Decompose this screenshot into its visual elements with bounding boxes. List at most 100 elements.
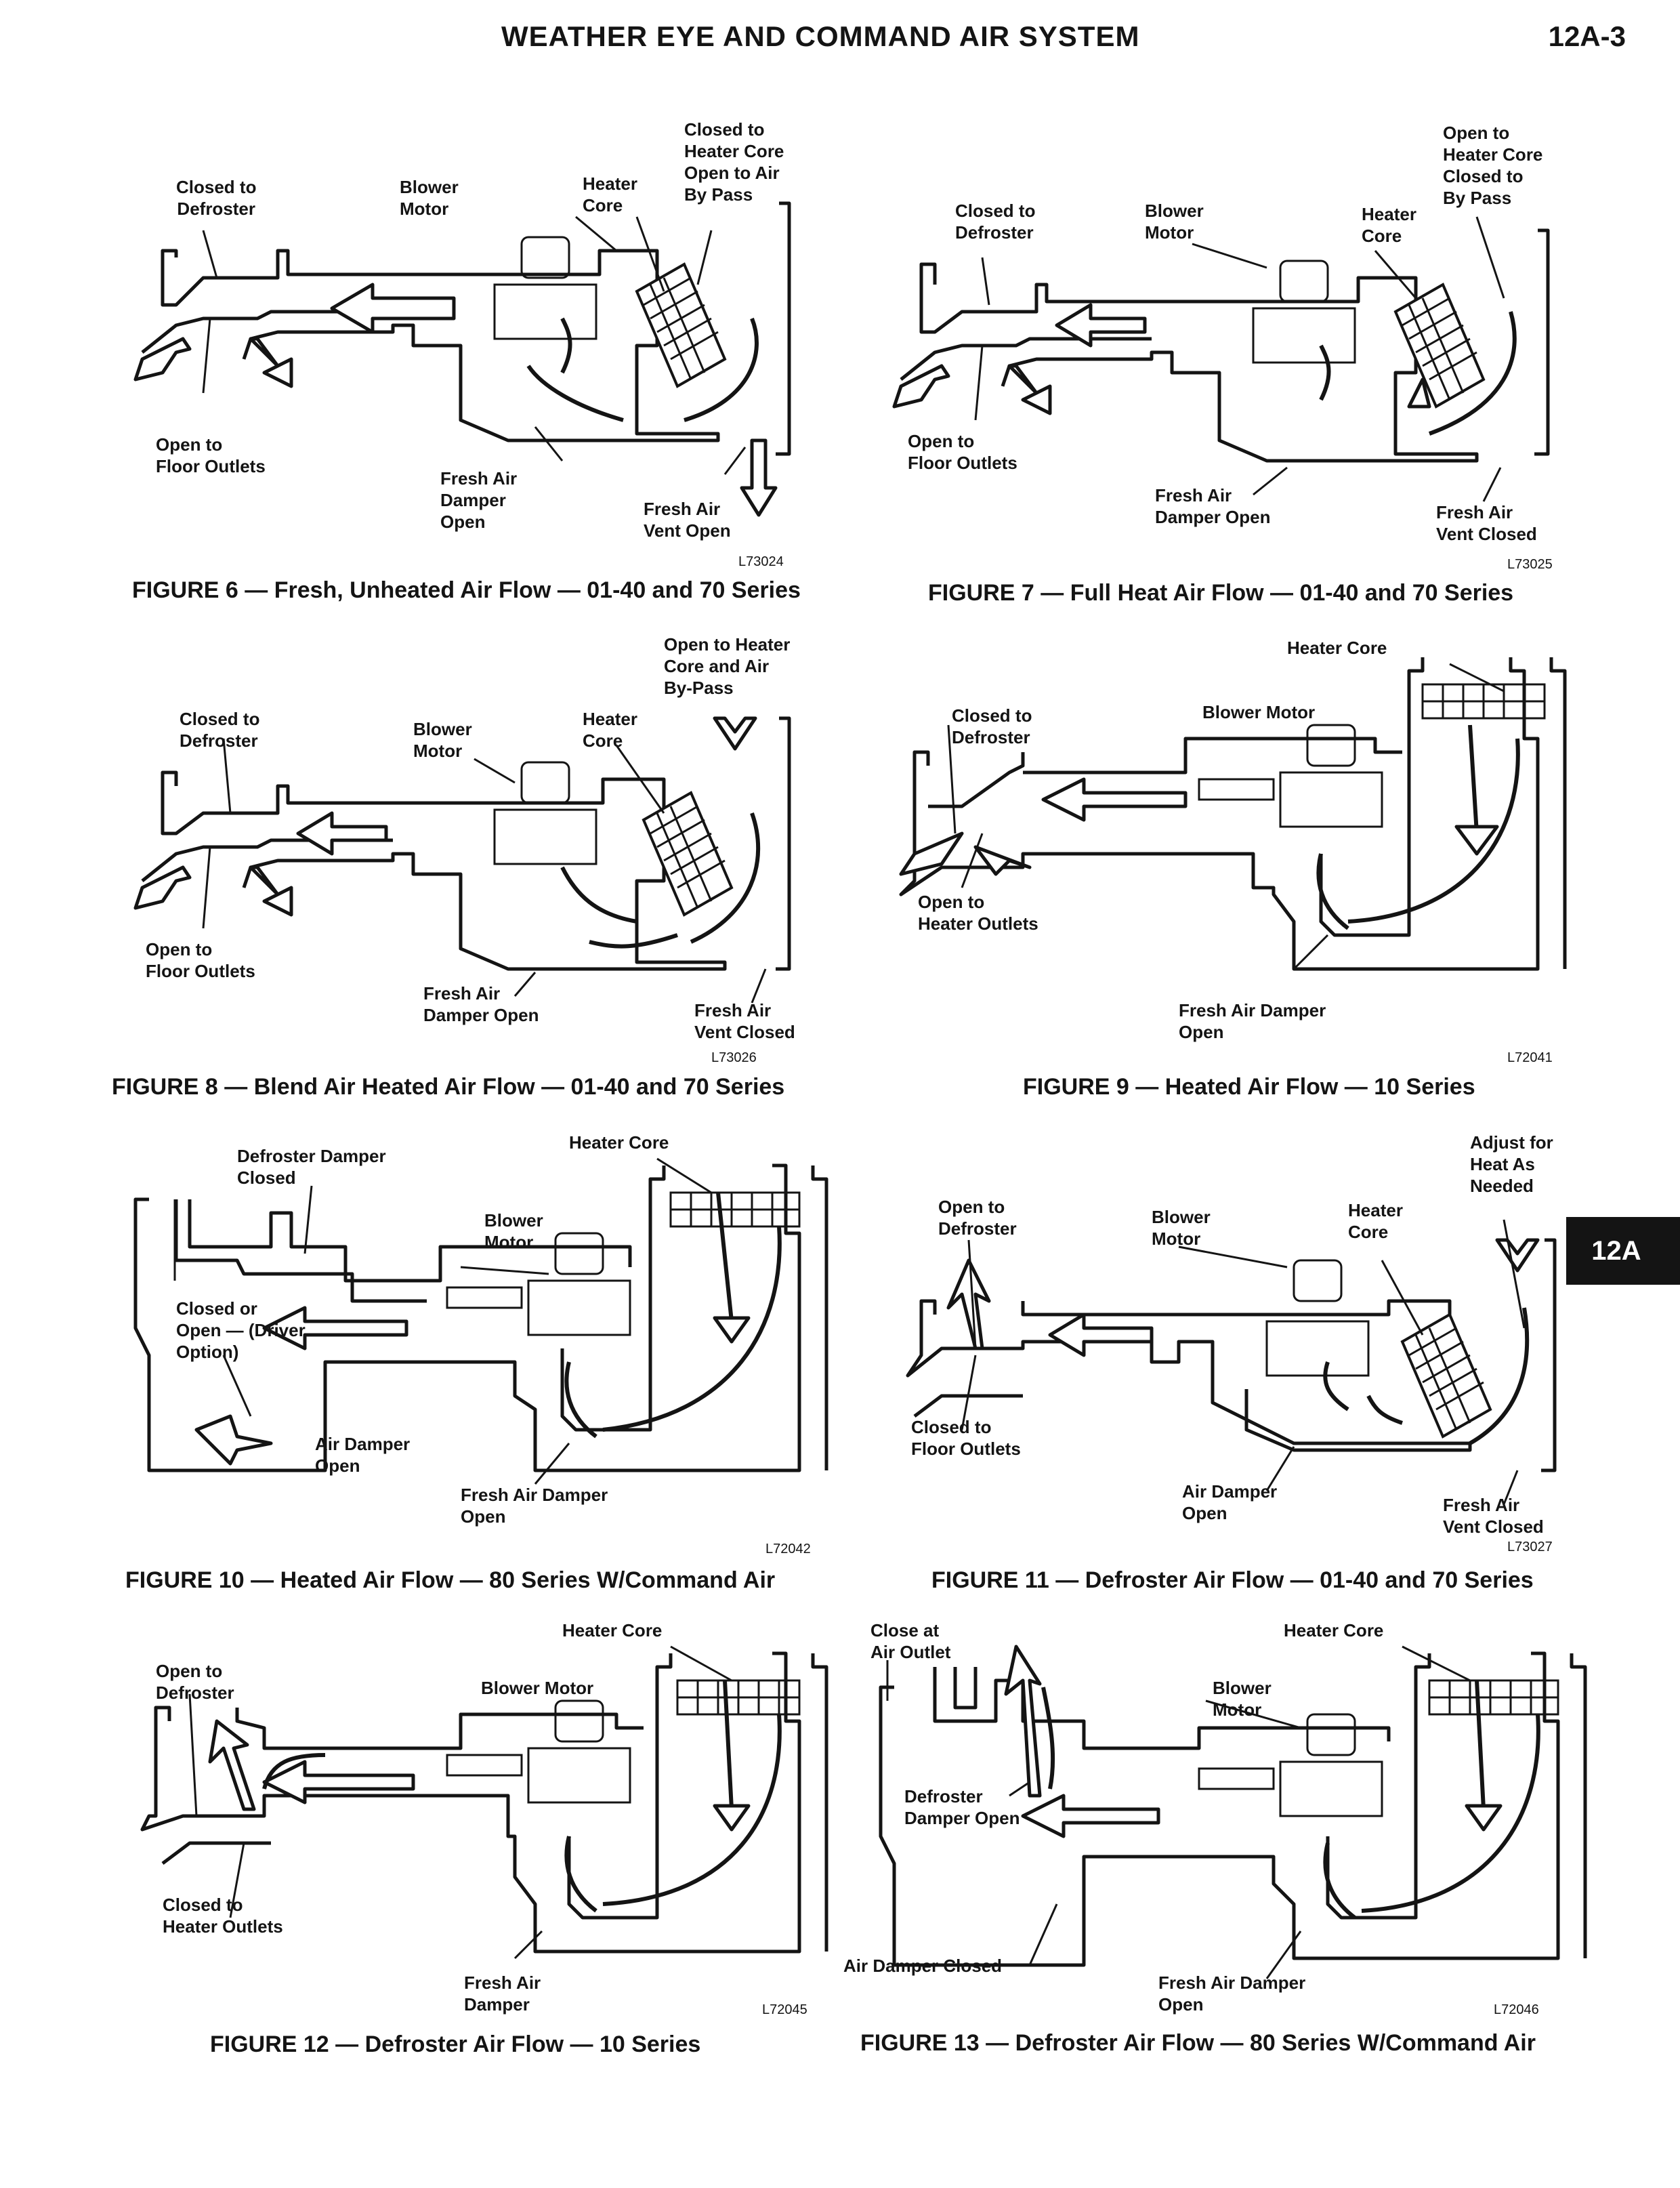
leader-line xyxy=(1503,1470,1519,1505)
intake-arrow xyxy=(713,716,757,751)
core-flow-arrow-1 xyxy=(716,1192,734,1322)
figure-9: Heater Core Closed to Defroster Blower M… xyxy=(860,630,1619,1065)
label-floor-outlets: Open to Floor Outlets xyxy=(908,431,1017,473)
core-arrowhead xyxy=(1454,825,1499,856)
blower-motor xyxy=(520,761,570,804)
label-blower-motor: Blower Motor xyxy=(400,177,459,219)
figure-8: Closed to Defroster Blower Motor Heater … xyxy=(102,630,860,1065)
figure-11: Open to Defroster Blower Motor Heater Co… xyxy=(860,1125,1619,1554)
duct-top xyxy=(235,1708,644,1750)
outlet-arrow-1 xyxy=(899,831,964,876)
heater-housing xyxy=(1319,657,1425,937)
figure-13-caption: FIGURE 13 — Defroster Air Flow — 80 Seri… xyxy=(860,2030,1536,2056)
bypass-flow-arrow xyxy=(684,317,759,422)
leader-line xyxy=(1178,1245,1288,1268)
label-defroster-damper: Defroster Damper Closed xyxy=(237,1146,386,1188)
vent-down-arrow xyxy=(740,438,778,517)
leader-line xyxy=(723,447,747,475)
label-damper: Fresh Air Damper Open xyxy=(1155,485,1271,527)
leader-line xyxy=(1374,250,1417,299)
label-floor-outlets: Open to Floor Outlets xyxy=(146,939,255,981)
leader-line xyxy=(202,846,211,929)
heater-housing xyxy=(560,1165,666,1432)
page-title: WEATHER EYE AND COMMAND AIR SYSTEM xyxy=(501,20,1140,52)
blower-wheel xyxy=(1265,1320,1370,1377)
leader-line xyxy=(188,1693,198,1817)
side-outlet-arrow xyxy=(249,337,293,388)
leader-line xyxy=(1503,1219,1526,1329)
figure-code: L73025 xyxy=(1507,557,1553,572)
heater-core-grid xyxy=(1393,283,1486,409)
leader-line xyxy=(1293,934,1329,970)
leader-line xyxy=(1205,1699,1301,1729)
right-wall xyxy=(811,1165,828,1470)
blower-motor xyxy=(1293,1259,1343,1302)
label-damper: Fresh Air Damper Open xyxy=(1158,1973,1306,2015)
motor-resistor xyxy=(1198,1767,1275,1790)
figure-code: L72042 xyxy=(765,1542,811,1556)
duct-outline xyxy=(161,770,727,971)
duct-lower xyxy=(141,310,393,354)
leader-line xyxy=(670,1645,732,1682)
figure-10-diagram xyxy=(133,1157,828,1485)
side-outlet-arrow xyxy=(1007,364,1052,415)
core-flow-arrow xyxy=(526,365,624,422)
core-flow-arrow xyxy=(1469,1307,1530,1445)
label-blower-motor: Blower Motor xyxy=(1213,1678,1272,1720)
leader-line xyxy=(534,1443,570,1485)
label-closed-defroster: Closed to Defroster xyxy=(952,705,1032,747)
label-heater-core-bypass: Closed to Heater Core Open to Air By Pas… xyxy=(684,119,784,205)
heater-housing xyxy=(1326,1653,1431,1920)
return-flow-arrow xyxy=(589,933,678,949)
figure-12: Heater Core Open to Defroster Blower Mot… xyxy=(102,1613,860,2019)
label-open-defroster: Open to Defroster xyxy=(938,1197,1017,1239)
figure-13: Close at Air Outlet Heater Core Blower M… xyxy=(843,1613,1619,2019)
duct-lower xyxy=(913,1394,1023,1418)
duct-inner xyxy=(174,1199,427,1303)
figure-7: Closed to Defroster Blower Motor Heater … xyxy=(860,115,1619,572)
label-heater-core: Heater Core xyxy=(583,173,637,215)
section-tab-label: 12A xyxy=(1591,1235,1641,1266)
leader-line xyxy=(1482,467,1502,502)
core-flow-arrow-1 xyxy=(1468,724,1479,834)
duct-lower xyxy=(900,337,1152,381)
heater-core-grid xyxy=(635,262,727,388)
label-blower-motor: Blower Motor xyxy=(413,719,472,761)
duct-top xyxy=(933,1667,1391,1750)
leader-line xyxy=(1402,1645,1471,1682)
figure-code: L73026 xyxy=(711,1050,757,1065)
label-heater-core-bypass: Open to Heater Core and Air By-Pass xyxy=(664,634,791,698)
motor-resistor xyxy=(446,1754,523,1777)
leader-line xyxy=(513,1930,543,1960)
blower-wheel xyxy=(493,808,597,865)
main-flow-arrow xyxy=(1048,1313,1154,1357)
figure-6: Closed to Defroster Blower Motor Heater … xyxy=(102,115,860,569)
label-blower-motor: Blower Motor xyxy=(484,1210,543,1252)
duct-outline xyxy=(919,262,1479,463)
motor-resistor xyxy=(1198,778,1275,801)
figure-9-caption: FIGURE 9 — Heated Air Flow — 10 Series xyxy=(1023,1074,1475,1100)
duct-lower xyxy=(161,1841,271,1865)
label-heater-outlets: Closed to Heater Outlets xyxy=(163,1895,283,1937)
figure-10: Defroster Damper Closed Heater Core Blow… xyxy=(102,1125,860,1556)
core-arrowhead xyxy=(713,1316,751,1344)
core-flow-arrow-2 xyxy=(1361,1714,1540,1913)
figure-code: L72041 xyxy=(1507,1050,1553,1065)
right-wall xyxy=(1570,1653,1587,1958)
duct-upper xyxy=(928,752,1025,808)
label-damper: Fresh Air Damper Open xyxy=(440,468,518,532)
floor-outlet-arrow xyxy=(892,364,950,409)
label-open-defroster: Open to Defroster xyxy=(156,1661,234,1703)
intake-wall xyxy=(776,201,791,456)
blower-wheel xyxy=(1279,1760,1383,1817)
leader-line xyxy=(961,833,984,888)
core-flow-arrow-2 xyxy=(602,1714,782,1906)
leader-line xyxy=(1253,466,1288,496)
leader-line xyxy=(1028,1903,1058,1966)
leader-line xyxy=(513,972,537,997)
right-wall xyxy=(811,1653,828,1952)
label-closed-defroster: Closed to Defroster xyxy=(176,177,257,219)
main-flow-arrow xyxy=(330,283,456,334)
figure-8-diagram xyxy=(133,716,791,1004)
label-blower-motor: Blower Motor xyxy=(481,1678,594,1698)
